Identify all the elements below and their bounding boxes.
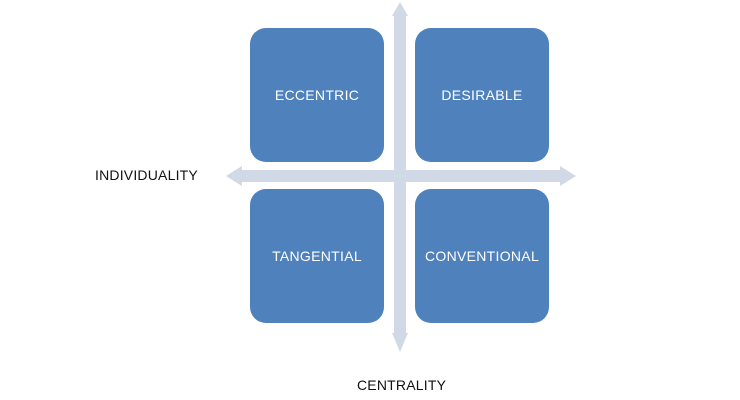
quadrant-conventional: CONVENTIONAL [415,189,549,323]
centrality-axis-label: CENTRALITY [357,377,447,393]
quadrant-conventional-label: CONVENTIONAL [424,248,540,264]
quadrant-tangential-label: TANGENTIAL [272,248,362,264]
horizontal-axis-arrow [226,166,576,186]
individuality-axis-label: INDIVIDUALITY [95,167,198,183]
quadrant-eccentric-label: ECCENTRIC [274,87,360,103]
quadrant-desirable-label: DESIRABLE [441,87,523,103]
quadrant-desirable: DESIRABLE [415,28,549,162]
quadrant-tangential: TANGENTIAL [250,189,384,323]
quadrant-eccentric: ECCENTRIC [250,28,384,162]
